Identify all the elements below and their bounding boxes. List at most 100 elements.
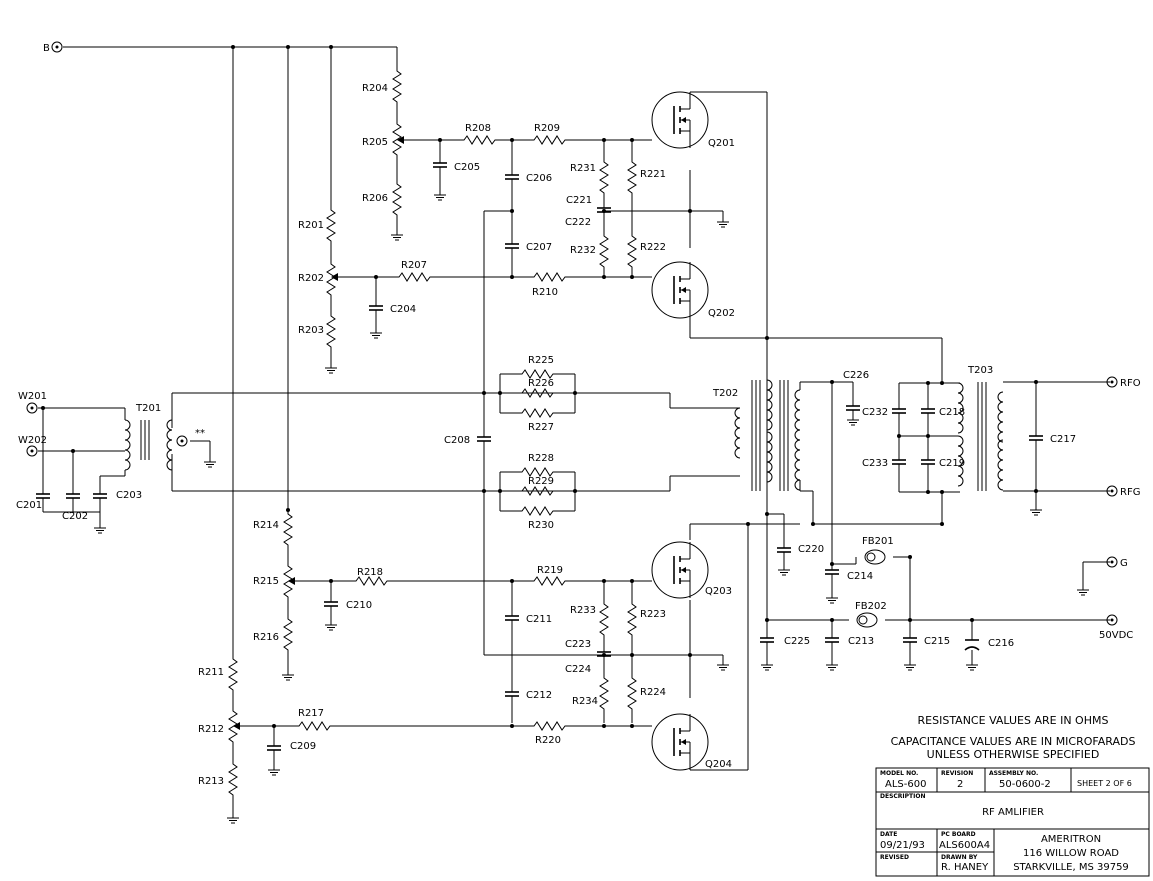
label-r208: R208 [465,123,491,134]
label-q203: Q203 [705,586,732,597]
label-g: G [1120,558,1128,569]
transformer-t203 [957,382,1004,491]
resistor-r230 [517,506,557,516]
capacitor-c207 [504,237,520,255]
resistor-r202 [326,259,336,299]
title-pcboard: ALS600A4 [939,840,990,851]
label-c211: C211 [526,614,552,625]
label-c226: C226 [843,370,869,381]
capacitor-c209 [266,739,282,757]
label-c218: C218 [939,407,965,418]
resistor-r233 [599,599,609,639]
label-c209: C209 [290,741,316,752]
resistor-r227 [517,408,557,418]
title-address: 116 WILLOW ROAD [1023,848,1119,859]
capacitor-c215 [902,631,918,649]
label-r234: R234 [572,696,598,707]
label-t201: T201 [135,403,161,414]
capacitor-c226 [845,399,861,417]
title-revised-label: REVISED [880,854,909,861]
label-r215: R215 [253,576,279,587]
resistor-r206 [392,179,402,219]
label-r209: R209 [534,123,560,134]
capacitor-c225 [759,631,775,649]
title-city: STARKVILLE, MS 39759 [1013,862,1129,873]
label-r218: R218 [357,567,383,578]
capacitor-c204 [368,299,384,317]
label-rfo: RFO [1120,378,1141,389]
label-b: B [43,43,50,54]
capacitor-c217 [1028,429,1044,447]
label-r213: R213 [198,776,224,787]
label-r207: R207 [401,260,427,271]
label-r214: R214 [253,520,279,531]
label-r219: R219 [537,565,563,576]
resistor-r207 [394,272,434,282]
resistor-r204 [392,66,402,106]
capacitor-c219 [920,453,936,471]
component-labels: B W201 W202 RFO RFG G 50VDC ** R204 R205… [16,43,1141,787]
resistor-r210 [529,272,569,282]
label-r201: R201 [298,220,324,231]
label-r222: R222 [640,242,666,253]
note-capacitance: CAPACITANCE VALUES ARE IN MICROFARADS [891,735,1136,748]
mosfet-q203-icon [651,541,709,599]
title-sheet: SHEET 2 OF 6 [1077,779,1132,788]
resistor-r223 [627,599,637,639]
transformer-t202 [734,379,801,491]
label-nc: ** [195,428,205,439]
label-c215: C215 [924,636,950,647]
junction-dots [41,45,1038,728]
title-description-label: DESCRIPTION [880,793,926,800]
notes: RESISTANCE VALUES ARE IN OHMS CAPACITANC… [891,714,1136,761]
resistor-r219 [529,576,569,586]
label-c222: C222 [565,217,591,228]
title-revision: 2 [957,779,963,790]
label-c201: C201 [16,500,42,511]
title-assembly: 50-0600-2 [999,779,1051,790]
resistor-r221 [627,157,637,197]
capacitor-c206 [504,168,520,186]
capacitor-c214 [824,563,840,581]
resistor-r208 [459,135,499,145]
resistor-r222 [627,231,637,271]
resistor-r224 [627,673,637,713]
resistor-r217 [294,721,334,731]
label-t203: T203 [967,365,993,376]
title-drawn: R. HANEY [941,862,989,873]
title-revision-label: REVISION [941,770,973,777]
ferrite-bead-fb202 [856,612,878,628]
label-c219: C219 [939,458,965,469]
label-r221: R221 [640,169,666,180]
label-r206: R206 [362,193,388,204]
terminal-w202-icon [26,445,38,457]
mosfet-q204-icon [651,713,709,771]
label-c202: C202 [62,511,88,522]
label-w202: W202 [18,435,47,446]
label-c205: C205 [454,162,480,173]
terminal-b-icon [51,41,63,53]
mosfet-q201-icon [651,91,709,149]
resistor-r234 [599,673,609,713]
label-w201: W201 [18,391,47,402]
label-t202: T202 [712,388,738,399]
label-r210: R210 [532,287,558,298]
label-c216: C216 [988,638,1014,649]
label-c221: C221 [566,195,592,206]
label-c213: C213 [848,636,874,647]
label-r226: R226 [528,378,554,389]
label-r233: R233 [570,605,596,616]
label-r204: R204 [362,83,388,94]
label-r225: R225 [528,355,554,366]
label-r217: R217 [298,708,324,719]
title-company: AMERITRON [1041,834,1101,845]
label-r216: R216 [253,632,279,643]
label-c206: C206 [526,173,552,184]
title-drawn-label: DRAWN BY [941,854,978,861]
label-50vdc: 50VDC [1099,630,1133,641]
resistor-r225 [517,369,557,379]
note-unless: UNLESS OTHERWISE SPECIFIED [927,748,1100,761]
label-r231: R231 [570,163,596,174]
capacitor-c218 [920,402,936,420]
label-c233: C233 [862,458,888,469]
